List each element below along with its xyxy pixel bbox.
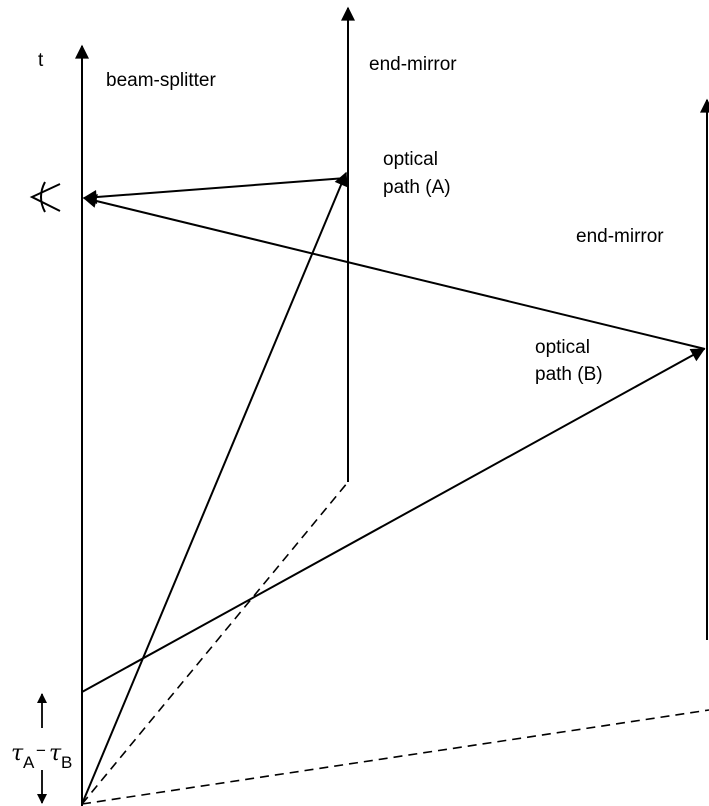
optical-path-a-label-line1: optical (383, 149, 438, 170)
end-mirror-b-label: end-mirror (576, 226, 664, 247)
ray-a-outgoing (81, 171, 348, 805)
dashed-line-to-mirror-b (81, 709, 709, 805)
dashed-line-to-mirror-a (81, 481, 349, 805)
end-mirror-a-label: end-mirror (369, 54, 457, 75)
ray-a-return (82, 177, 347, 205)
delay-label: τ A − τ B (11, 741, 72, 772)
time-axis-label: t (38, 50, 44, 71)
delay-tau-a: τ (11, 741, 24, 766)
eye-icon (29, 181, 61, 213)
beam-splitter-label: beam-splitter (106, 70, 216, 91)
ray-b-return (82, 194, 706, 350)
ray-b-outgoing (81, 348, 706, 693)
optical-path-b-label-line1: optical (535, 337, 590, 358)
delay-subscript-b: B (61, 753, 72, 772)
optical-path-a-label-line2: path (A) (383, 177, 451, 198)
delay-subscript-a: A (23, 753, 35, 772)
delay-minus-sign: − (36, 741, 46, 760)
delay-tau-b: τ (49, 741, 62, 766)
optical-path-b-label-line2: path (B) (535, 364, 603, 385)
